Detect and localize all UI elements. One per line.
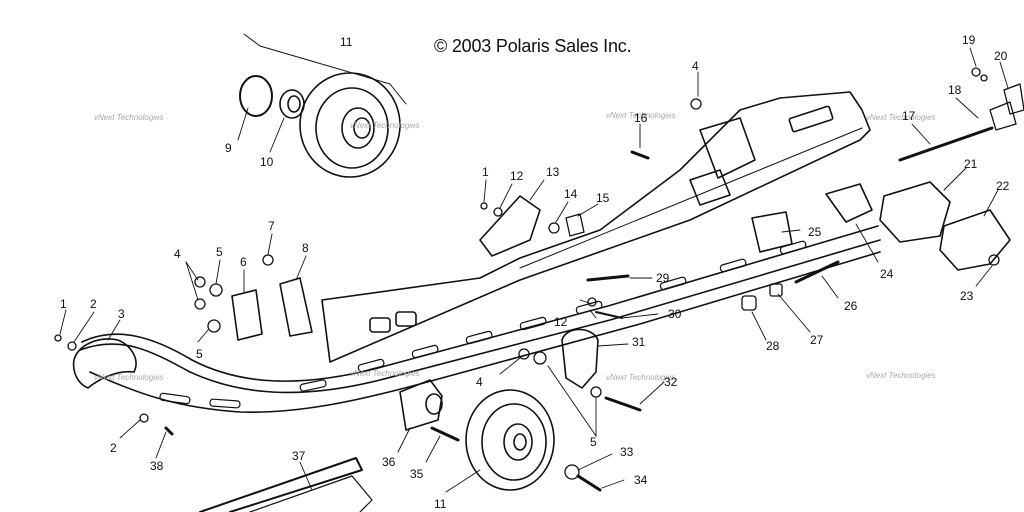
- mount-block-25: [751, 211, 793, 253]
- leader-lines: [59, 47, 1009, 493]
- long-bolt-26: [794, 260, 840, 284]
- watermarks: vNext Technologies vNext Technologies vN…: [94, 111, 936, 382]
- plate-edge-line: [519, 127, 863, 269]
- bearing: [279, 89, 305, 119]
- callout-12: 12: [554, 315, 568, 329]
- callout-37: 37: [292, 449, 306, 463]
- callout-35: 35: [410, 467, 424, 481]
- bolt-30: [595, 311, 623, 319]
- rail-runner-bottom: [89, 251, 881, 413]
- callout-5: 5: [196, 347, 203, 361]
- callout-1: 1: [482, 165, 489, 179]
- callout-labels: 11 9 10 4 16 19 20 18 17 21 22 23 24 25 …: [60, 33, 1010, 511]
- watermark-text: vNext Technologies: [94, 113, 164, 122]
- callout-36: 36: [382, 455, 396, 469]
- copyright-notice: © 2003 Polaris Sales Inc.: [434, 36, 632, 56]
- spacer-block: [231, 289, 263, 341]
- end-plate: [939, 209, 1011, 271]
- callout-3: 3: [118, 307, 125, 321]
- callout-7: 7: [268, 219, 275, 233]
- callout-2: 2: [90, 297, 97, 311]
- callout-10: 10: [260, 155, 274, 169]
- callout-18: 18: [948, 83, 962, 97]
- callout-21: 21: [964, 157, 978, 171]
- plate-tab-1: [369, 317, 391, 333]
- callout-23: 23: [960, 289, 974, 303]
- group-brace: [243, 33, 407, 105]
- callout-4: 4: [174, 247, 181, 261]
- spacer-24: [825, 183, 873, 223]
- plate-cutout-2: [689, 169, 731, 206]
- idler-wheel-lower: [465, 389, 555, 491]
- callout-22: 22: [996, 179, 1010, 193]
- callout-29: 29: [656, 271, 670, 285]
- fasteners: [54, 67, 1024, 480]
- bolt-35: [430, 426, 460, 442]
- rail-runner-lower: [79, 239, 881, 394]
- callout-24: 24: [880, 267, 894, 281]
- bolt-34: [576, 474, 602, 492]
- bolt-29: [586, 274, 630, 282]
- watermark-text: vNext Technologies: [866, 371, 936, 380]
- bolt-32: [604, 396, 642, 412]
- callout-28: 28: [766, 339, 780, 353]
- callout-26: 26: [844, 299, 858, 313]
- watermark-text: vNext Technologies: [94, 373, 164, 382]
- callout-38: 38: [150, 459, 164, 473]
- rail-slots: [159, 240, 807, 409]
- callout-30: 30: [668, 307, 682, 321]
- callout-4: 4: [692, 59, 699, 73]
- pivot-housing: [399, 379, 443, 431]
- callout-12: 12: [510, 169, 524, 183]
- shock-mount-bracket: [479, 195, 541, 257]
- callout-1: 1: [60, 297, 67, 311]
- plate-window: [788, 105, 834, 133]
- callout-17: 17: [902, 109, 916, 123]
- callout-2: 2: [110, 441, 117, 455]
- callout-13: 13: [546, 165, 560, 179]
- rail-side-plate: [321, 91, 871, 363]
- callout-20: 20: [994, 49, 1008, 63]
- idler-wheel-upper: [299, 72, 401, 178]
- callout-16: 16: [634, 111, 648, 125]
- callout-25: 25: [808, 225, 822, 239]
- callout-11: 11: [340, 35, 353, 49]
- plate-tab-2: [395, 311, 417, 327]
- callout-14: 14: [564, 187, 578, 201]
- rail-clamp: [561, 328, 599, 389]
- watermark-text: vNext Technologies: [350, 369, 420, 378]
- snap-ring: [239, 75, 273, 117]
- callout-11: 11: [434, 497, 447, 511]
- rail-tip-cap: [72, 338, 137, 389]
- callout-5: 5: [590, 435, 597, 449]
- slide-wear-strip: [199, 457, 363, 512]
- callout-34: 34: [634, 473, 648, 487]
- watermark-text: vNext Technologies: [866, 113, 936, 122]
- callout-31: 31: [632, 335, 646, 349]
- pivot-arm-bracket: [879, 181, 951, 243]
- callout-15: 15: [596, 191, 610, 205]
- callout-32: 32: [664, 375, 678, 389]
- callout-6: 6: [240, 255, 247, 269]
- rail-runner-upper: [81, 225, 879, 382]
- callout-27: 27: [810, 333, 824, 347]
- callout-5: 5: [216, 245, 223, 259]
- watermark-text: vNext Technologies: [606, 373, 676, 382]
- callout-33: 33: [620, 445, 634, 459]
- callout-4: 4: [476, 375, 483, 389]
- watermark-text: vNext Technologies: [350, 121, 420, 130]
- mount-plate: [279, 277, 313, 337]
- bolt-16: [630, 150, 650, 160]
- callout-9: 9: [225, 141, 232, 155]
- bolt-38: [164, 426, 174, 436]
- long-bolt-17: [898, 126, 994, 162]
- callout-8: 8: [302, 241, 309, 255]
- callout-19: 19: [962, 33, 976, 47]
- watermark-text: vNext Technologies: [606, 111, 676, 120]
- plate-cutout-1: [699, 117, 756, 179]
